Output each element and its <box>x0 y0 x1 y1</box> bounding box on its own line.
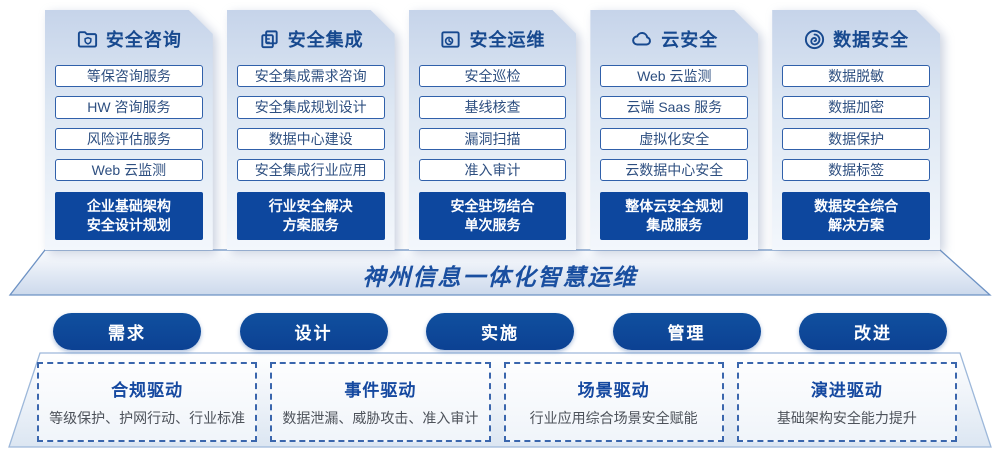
service-item: 数据中心建设 <box>237 128 385 150</box>
card-title: 安全咨询 <box>105 30 182 50</box>
service-item: 虚拟化安全 <box>600 128 748 150</box>
platform-band <box>8 249 992 296</box>
service-item: 准入审计 <box>419 159 567 181</box>
card-body: 安全咨询 等保咨询服务 HW 咨询服务 风险评估服务 Web 云监测 企业基础架… <box>45 10 213 250</box>
service-item: 安全集成行业应用 <box>237 159 385 181</box>
service-item: 安全巡检 <box>419 65 567 87</box>
service-item: 云数据中心安全 <box>600 159 748 181</box>
driver-scenario: 场景驱动 行业应用综合场景安全赋能 <box>503 362 724 442</box>
driver-evolution: 演进驱动 基础架构安全能力提升 <box>736 362 957 442</box>
card-title: 数据安全 <box>833 30 910 50</box>
card-body: 安全运维 安全巡检 基线核查 漏洞扫描 准入审计 安全驻场结合 单次服务 <box>409 10 577 250</box>
highlight-box: 行业安全解决 方案服务 <box>237 192 385 240</box>
stacked-documents-icon <box>258 28 281 51</box>
card-body: 云安全 Web 云监测 云端 Saas 服务 虚拟化安全 云数据中心安全 整体云… <box>590 10 758 250</box>
cloud-icon <box>630 27 654 51</box>
step-pill: 实施 <box>426 313 574 350</box>
card-body: 数据安全 数据脱敏 数据加密 数据保护 数据标签 数据安全综合 解决方案 <box>772 10 940 250</box>
card-header: 安全咨询 <box>55 26 203 52</box>
driver-incident: 事件驱动 数据泄漏、威胁攻击、准入审计 <box>270 362 491 442</box>
fingerprint-icon <box>803 28 826 51</box>
platform-banner-title: 神州信息一体化智慧运维 <box>362 264 638 290</box>
folder-clock-icon <box>439 28 462 51</box>
folder-shield-icon <box>76 28 99 51</box>
driver-title: 场景驱动 <box>577 381 650 400</box>
highlight-box: 安全驻场结合 单次服务 <box>419 192 567 240</box>
card-title: 安全运维 <box>469 30 546 50</box>
process-steps: 需求 设计 实施 管理 改进 <box>53 313 947 350</box>
card-header: 云安全 <box>600 26 748 52</box>
service-item: 数据加密 <box>782 96 930 118</box>
service-item: 风险评估服务 <box>55 128 203 150</box>
highlight-box: 数据安全综合 解决方案 <box>782 192 930 240</box>
service-item: Web 云监测 <box>600 65 748 87</box>
card-title: 云安全 <box>661 30 719 50</box>
card-security-consulting: 安全咨询 等保咨询服务 HW 咨询服务 风险评估服务 Web 云监测 企业基础架… <box>45 10 213 250</box>
service-item: 数据标签 <box>782 159 930 181</box>
highlight-box: 企业基础架构 安全设计规划 <box>55 192 203 240</box>
driver-desc: 数据泄漏、威胁攻击、准入审计 <box>282 410 479 426</box>
step-pill: 管理 <box>612 313 761 350</box>
service-item: 云端 Saas 服务 <box>600 96 748 118</box>
driver-title: 合规驱动 <box>111 381 184 400</box>
driver-compliance: 合规驱动 等级保护、护网行动、行业标准 <box>37 362 258 442</box>
step-pill: 需求 <box>53 313 201 350</box>
card-body: 安全集成 安全集成需求咨询 安全集成规划设计 数据中心建设 安全集成行业应用 行… <box>227 10 395 250</box>
driver-title: 事件驱动 <box>344 381 417 400</box>
card-security-operations: 安全运维 安全巡检 基线核查 漏洞扫描 准入审计 安全驻场结合 单次服务 <box>409 10 577 250</box>
driver-desc: 基础架构安全能力提升 <box>776 410 917 426</box>
service-item: HW 咨询服务 <box>55 96 203 118</box>
card-title: 安全集成 <box>287 30 364 50</box>
driver-desc: 行业应用综合场景安全赋能 <box>529 410 698 426</box>
card-header: 安全运维 <box>419 26 567 52</box>
service-item: 等保咨询服务 <box>55 65 203 87</box>
card-data-security: 数据安全 数据脱敏 数据加密 数据保护 数据标签 数据安全综合 解决方案 <box>772 10 940 250</box>
step-pill: 改进 <box>799 313 947 350</box>
service-item: 基线核查 <box>419 96 567 118</box>
driver-desc: 等级保护、护网行动、行业标准 <box>49 410 246 426</box>
service-item: 数据脱敏 <box>782 65 930 87</box>
service-item: 数据保护 <box>782 128 930 150</box>
card-security-integration: 安全集成 安全集成需求咨询 安全集成规划设计 数据中心建设 安全集成行业应用 行… <box>227 10 395 250</box>
card-header: 安全集成 <box>237 26 385 52</box>
card-header: 数据安全 <box>782 26 930 52</box>
driver-title: 演进驱动 <box>810 381 883 400</box>
driver-boxes: 合规驱动 等级保护、护网行动、行业标准 事件驱动 数据泄漏、威胁攻击、准入审计 … <box>37 362 957 442</box>
service-columns: 安全咨询 等保咨询服务 HW 咨询服务 风险评估服务 Web 云监测 企业基础架… <box>45 10 940 250</box>
step-pill: 设计 <box>239 313 388 350</box>
highlight-box: 整体云安全规划 集成服务 <box>600 192 748 240</box>
card-cloud-security: 云安全 Web 云监测 云端 Saas 服务 虚拟化安全 云数据中心安全 整体云… <box>590 10 758 250</box>
service-item: 安全集成规划设计 <box>237 96 385 118</box>
service-item: 漏洞扫描 <box>419 128 567 150</box>
service-item: 安全集成需求咨询 <box>237 65 385 87</box>
service-item: Web 云监测 <box>55 159 203 181</box>
